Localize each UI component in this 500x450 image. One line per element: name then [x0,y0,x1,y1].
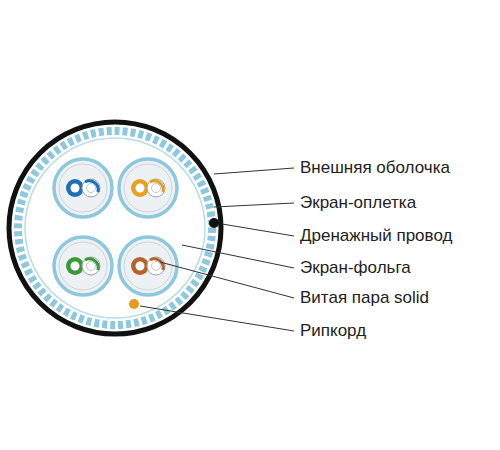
white-conductor [82,179,100,197]
conductor-core [152,262,161,271]
pair-foil [119,159,177,217]
leader-lines [140,168,294,331]
conductor-core [87,184,96,193]
twisted-pairs [54,159,177,295]
twisted-pair [54,159,112,217]
part-label: Рипкорд [299,321,367,341]
leader-line [160,262,294,298]
twisted-pair [119,159,177,217]
conductor-stripe [85,259,98,270]
conductor-core [71,184,80,193]
pair-foil [54,159,112,217]
conductor-stripe [150,181,163,192]
white-conductor [147,257,165,275]
leader-line [214,203,294,207]
conductor-core [136,262,145,271]
conductor-core [136,184,145,193]
pair-foil [119,237,177,295]
twisted-pair [119,237,177,295]
cable-body [9,122,221,334]
conductor-stripe [150,259,163,270]
leader-line [222,224,294,236]
outer-jacket [9,122,221,334]
colored-conductor [66,179,84,197]
pair-foil [54,237,112,295]
conductor-core [87,262,96,271]
ripcord [129,299,139,309]
colored-conductor [131,257,149,275]
leader-line [214,168,294,174]
part-label: Внешняя оболочка [299,158,451,178]
leader-line [182,245,294,268]
leader-line [140,306,294,331]
twisted-pair [54,237,112,295]
pair-insulation [124,164,172,212]
pair-insulation [59,242,107,290]
conductor-stripe [85,181,98,192]
colored-conductor [66,257,84,275]
inner-space [25,138,205,318]
conductor-core [152,184,161,193]
drain-wire [209,218,219,228]
colored-conductor [131,179,149,197]
white-conductor [147,179,165,197]
part-label: Экран-оплетка [299,193,417,213]
braid-shield [18,131,212,325]
conductor-core [71,262,80,271]
part-label: Витая пара solid [299,288,430,308]
pair-insulation [59,164,107,212]
part-label: Дренажный провод [299,226,453,246]
part-label: Экран-фольга [299,258,412,278]
pair-insulation [124,242,172,290]
white-conductor [82,257,100,275]
